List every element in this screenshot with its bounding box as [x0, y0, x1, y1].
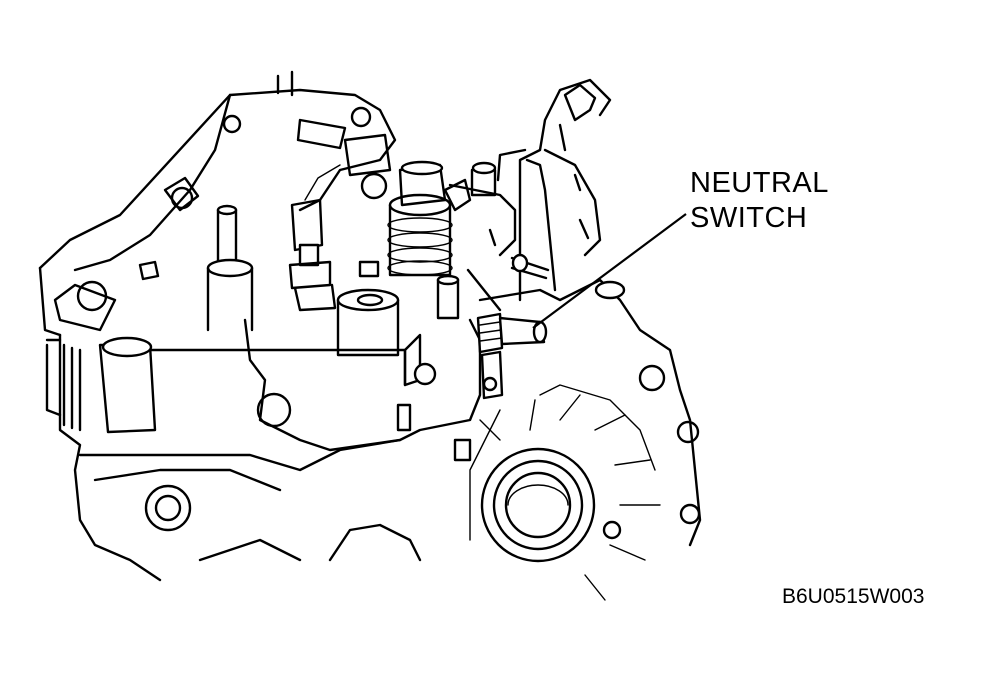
transaxle-case — [45, 318, 482, 582]
clutch-housing — [469, 78, 702, 601]
callout-line-1: NEUTRAL — [690, 167, 829, 199]
callout-line-2: SWITCH — [690, 202, 808, 234]
upper-mount-bracket — [38, 70, 397, 337]
figure-code: B6U0515W003 — [782, 585, 925, 608]
callout-leader-line — [532, 213, 687, 329]
shift-tower — [206, 133, 550, 357]
neutral-switch-label: NEUTRAL SWITCH — [690, 166, 829, 236]
neutral-switch — [476, 312, 548, 400]
